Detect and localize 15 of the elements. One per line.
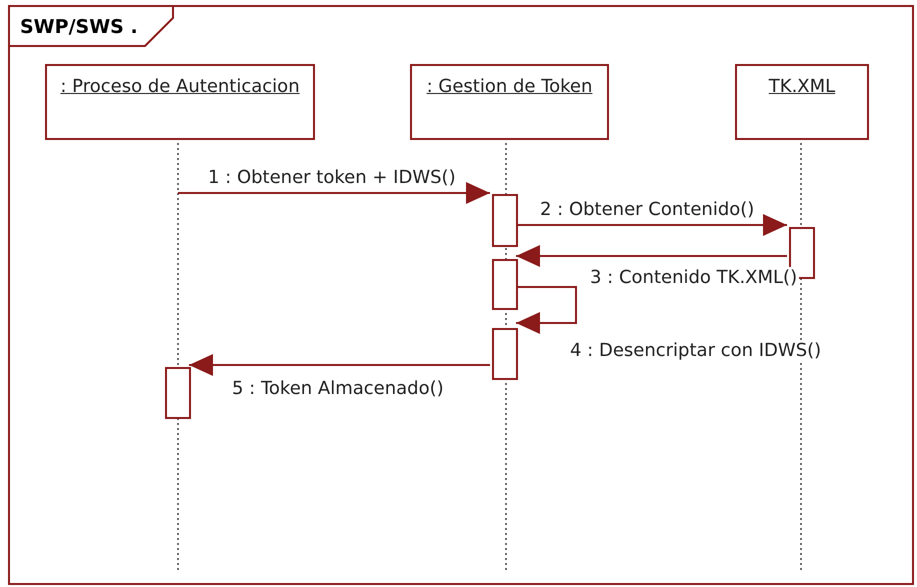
frame-title: SWP/SWS . — [20, 16, 138, 38]
activation-bar — [492, 194, 518, 247]
frame-border — [8, 5, 914, 585]
object-box: TK.XML — [735, 64, 869, 140]
message-arrow — [516, 245, 787, 267]
object-box: : Proceso de Autenticacion — [45, 64, 315, 140]
message-arrow — [189, 354, 490, 376]
message-arrow — [516, 286, 577, 334]
activation-bar — [165, 367, 191, 419]
object-box: : Gestion de Token — [410, 64, 609, 140]
edge-label: 3 : Contenido TK.XML() — [588, 267, 800, 288]
activation-bar — [492, 259, 518, 310]
activation-bar — [492, 328, 518, 380]
message-arrow — [178, 182, 490, 204]
message-arrow — [516, 214, 787, 236]
